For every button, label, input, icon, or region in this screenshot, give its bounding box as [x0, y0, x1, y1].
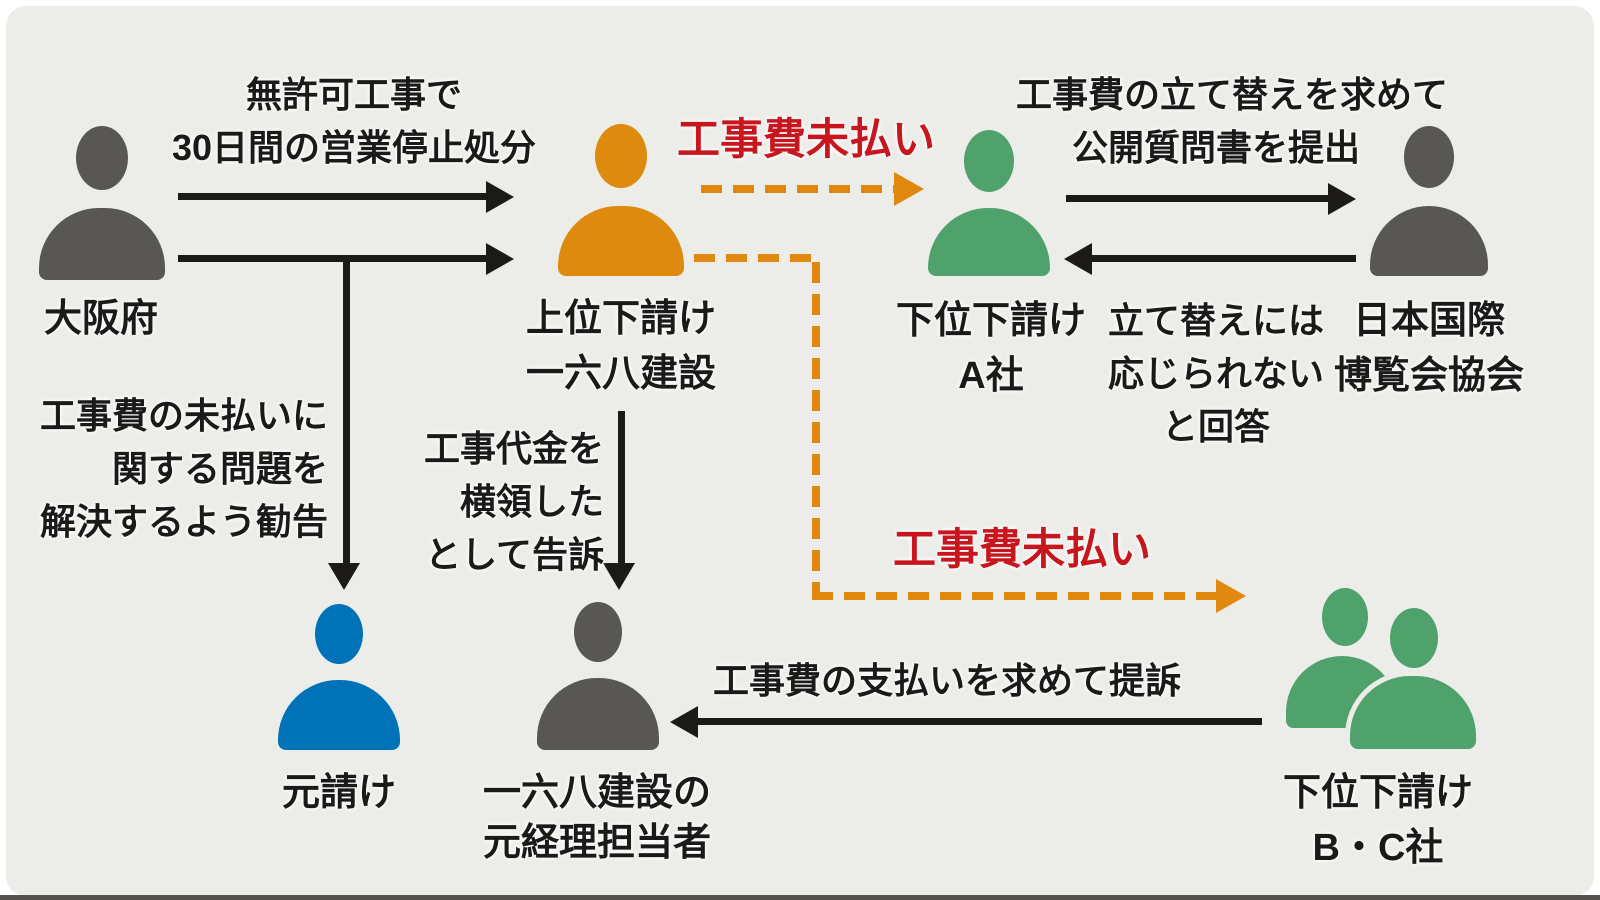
arrow-head	[1328, 183, 1356, 215]
arrow-head	[670, 706, 698, 738]
person-body	[928, 208, 1050, 276]
annotation-line: 横領した	[459, 481, 604, 522]
person-head	[964, 130, 1014, 192]
person-body	[537, 678, 659, 750]
annotation-line: 30日間の営業停止処分	[171, 127, 537, 168]
annotation-line: として告訴	[425, 534, 604, 575]
annotation-unpaid-bottom: 工事費未払い	[872, 524, 1172, 577]
person-head	[574, 602, 622, 662]
annotation-open-letter: 工事費の立て替えを求めて 公開質問書を提出	[1016, 68, 1449, 174]
dashed-shaft	[701, 185, 897, 193]
annotation-line: 工事費の未払いに	[39, 395, 328, 436]
person-body	[558, 206, 684, 276]
annotation-line: 解決するよう勧告	[39, 501, 328, 542]
bottom-edge-line	[0, 895, 1600, 900]
dashed-shaft-h2	[812, 592, 1218, 600]
entity-name: 上位下請け	[525, 298, 716, 340]
annotation-line: 応じられない	[1107, 353, 1324, 394]
infographic-canvas: 無許可工事で 30日間の営業停止処分 工事費未払い 工事費の立て替えを求めて 公…	[6, 6, 1594, 896]
arrow-shaft	[178, 255, 486, 262]
entity-label-osaka: 大阪府	[6, 292, 196, 347]
entity-label-prime-contractor: 元請け	[239, 766, 439, 821]
entity-name: 一六八建設	[525, 353, 716, 395]
entity-label-upper-subcontractor: 上位下請け 一六八建設	[471, 292, 771, 402]
arrow-shaft	[178, 193, 486, 200]
person-head	[315, 604, 363, 664]
annotation-line: 立て替えには	[1107, 300, 1324, 341]
entity-name: 下位下請け	[1282, 772, 1473, 814]
annotation-line: 関する問題を	[111, 448, 328, 489]
entity-name: A社	[958, 355, 1024, 397]
annotation-lawsuit: 工事費の支払いを求めて提訴	[697, 654, 1197, 707]
arrow-shaft	[618, 411, 625, 563]
arrow-branch-head	[328, 563, 360, 590]
person-icon-former-accountant	[536, 602, 660, 750]
arrow-head	[486, 181, 514, 213]
annotation-line: と回答	[1161, 406, 1270, 447]
person-icon-lower-subcontractor-a	[925, 130, 1053, 276]
annotation-line: 工事費の支払いを求めて提訴	[712, 660, 1181, 701]
annotation-refusal: 立て替えには 応じられない と回答	[1066, 294, 1366, 453]
annotation-line: 工事費未払い	[677, 116, 935, 164]
person-head-back	[1322, 588, 1368, 646]
entity-label-expo-association: 日本国際 博覧会協会	[1279, 294, 1579, 404]
arrow-head	[486, 243, 514, 275]
arrow-head	[1064, 243, 1092, 275]
person-head	[76, 126, 128, 190]
person-pair-icon-lower-subcontractors-bc	[1278, 586, 1478, 751]
arrow-shaft	[698, 718, 1262, 725]
person-head	[595, 124, 647, 188]
annotation-line: 工事代金を	[423, 428, 604, 469]
arrow-head	[603, 563, 635, 590]
entity-name: 博覧会協会	[1333, 355, 1524, 397]
dashed-shaft-h1	[694, 254, 820, 262]
person-body	[278, 680, 400, 750]
annotation-line: 工事費の立て替えを求めて	[1016, 74, 1449, 115]
arrow-shaft	[1066, 195, 1328, 202]
entity-name: 日本国際	[1352, 300, 1505, 342]
entity-label-former-accountant: 一六八建設の 元経理担当者	[447, 768, 747, 868]
entity-name: 元請け	[281, 772, 396, 814]
arrow-head	[894, 172, 924, 206]
dashed-shaft-v	[812, 262, 820, 598]
person-head	[1404, 126, 1454, 188]
annotation-line: 工事費未払い	[893, 526, 1151, 574]
annotation-line: 無許可工事で	[245, 74, 462, 115]
annotation-accusation: 工事代金を 横領した として告訴	[404, 422, 604, 581]
person-icon-osaka	[36, 126, 168, 281]
entity-label-lower-subcontractor-a: 下位下請け A社	[841, 294, 1141, 404]
entity-name: B・C社	[1312, 827, 1444, 869]
entity-name: 下位下請け	[895, 300, 1086, 342]
person-head-front	[1390, 608, 1438, 668]
arrow-head	[1216, 579, 1246, 613]
arrow-branch-shaft	[343, 255, 350, 565]
person-body	[1370, 206, 1488, 276]
annotation-line: 公開質問書を提出	[1071, 127, 1360, 168]
entity-label-lower-subcontractors-bc: 下位下請け B・C社	[1228, 766, 1528, 876]
entity-name: 一六八建設の	[482, 772, 711, 814]
person-icon-prime-contractor	[278, 604, 400, 750]
entity-name: 元経理担当者	[482, 822, 711, 864]
annotation-suspension: 無許可工事で 30日間の営業停止処分	[104, 68, 604, 174]
person-icon-expo-association	[1367, 126, 1491, 276]
annotation-unpaid-top: 工事費未払い	[656, 114, 956, 167]
arrow-shaft	[1092, 255, 1356, 262]
entity-name: 大阪府	[43, 298, 158, 340]
person-body	[39, 208, 165, 280]
person-icon-upper-subcontractor	[555, 124, 687, 276]
annotation-recommendation: 工事費の未払いに 関する問題を 解決するよう勧告	[26, 389, 328, 548]
